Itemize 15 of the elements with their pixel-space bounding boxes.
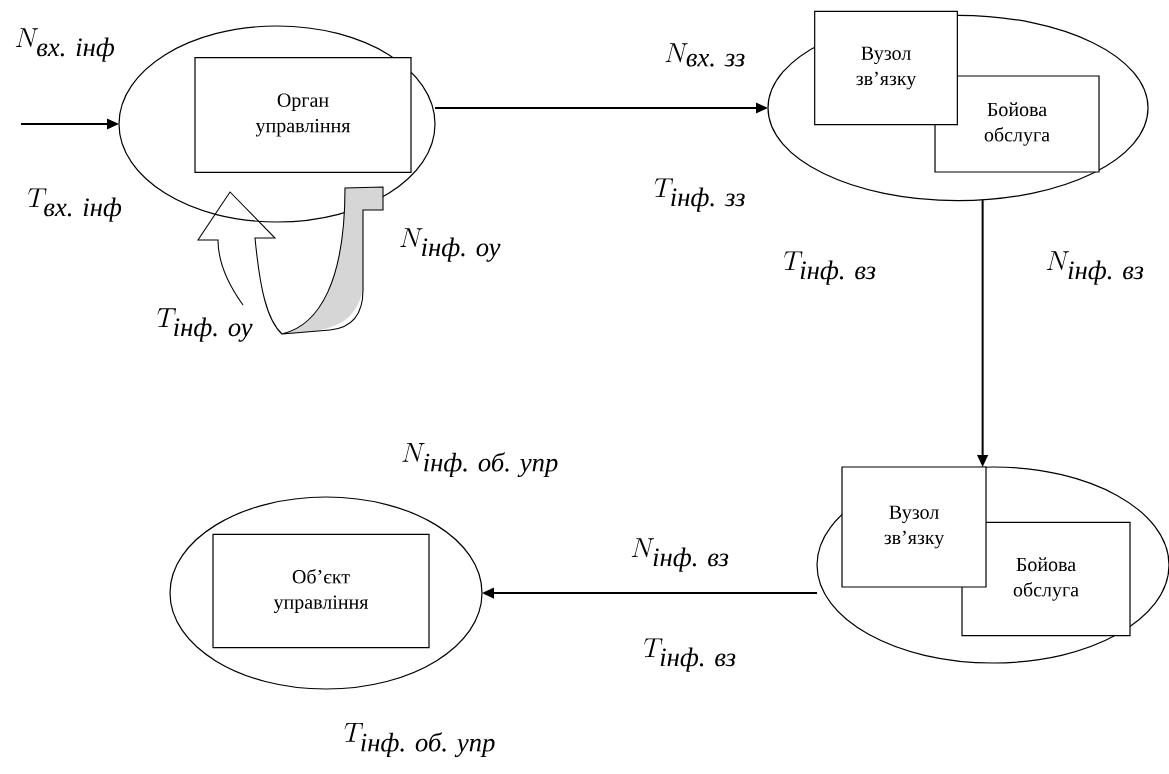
parameter-label: $T_{\mbox{\itshape інф. вз}}$: [644, 638, 736, 672]
parameter-label: $N_{\mbox{\itshape вх. інф}}$: [15, 28, 115, 62]
parameter-label: $N_{\mbox{\itshape інф. вз}}$: [1046, 251, 1144, 285]
parameter-label: $N_{\mbox{\itshape інф. оу}}$: [400, 228, 501, 262]
parameter-label: $T_{\mbox{\itshape інф. вз}}$: [784, 251, 876, 285]
unit-box: Об’єкт управління: [212, 533, 430, 649]
unit-box: Орган управління: [194, 57, 412, 173]
parameter-label: $T_{\mbox{\itshape інф. оу}}$: [157, 308, 253, 342]
parameter-label: $N_{\mbox{\itshape інф. об. упр}}$: [402, 442, 558, 478]
parameter-label: $N_{\mbox{\itshape інф. вз}}$: [631, 538, 729, 572]
parameter-label: $T_{\mbox{\itshape інф. об. упр}}$: [344, 723, 495, 758]
ellipse-shape: [169, 496, 483, 690]
parameter-label: $N_{\mbox{\itshape вх. зз}}$: [665, 43, 745, 67]
parameter-label: $T_{\mbox{\itshape вх. інф}}$: [28, 188, 122, 222]
parameter-label: $T_{\mbox{\itshape інф. зз}}$: [654, 178, 745, 212]
